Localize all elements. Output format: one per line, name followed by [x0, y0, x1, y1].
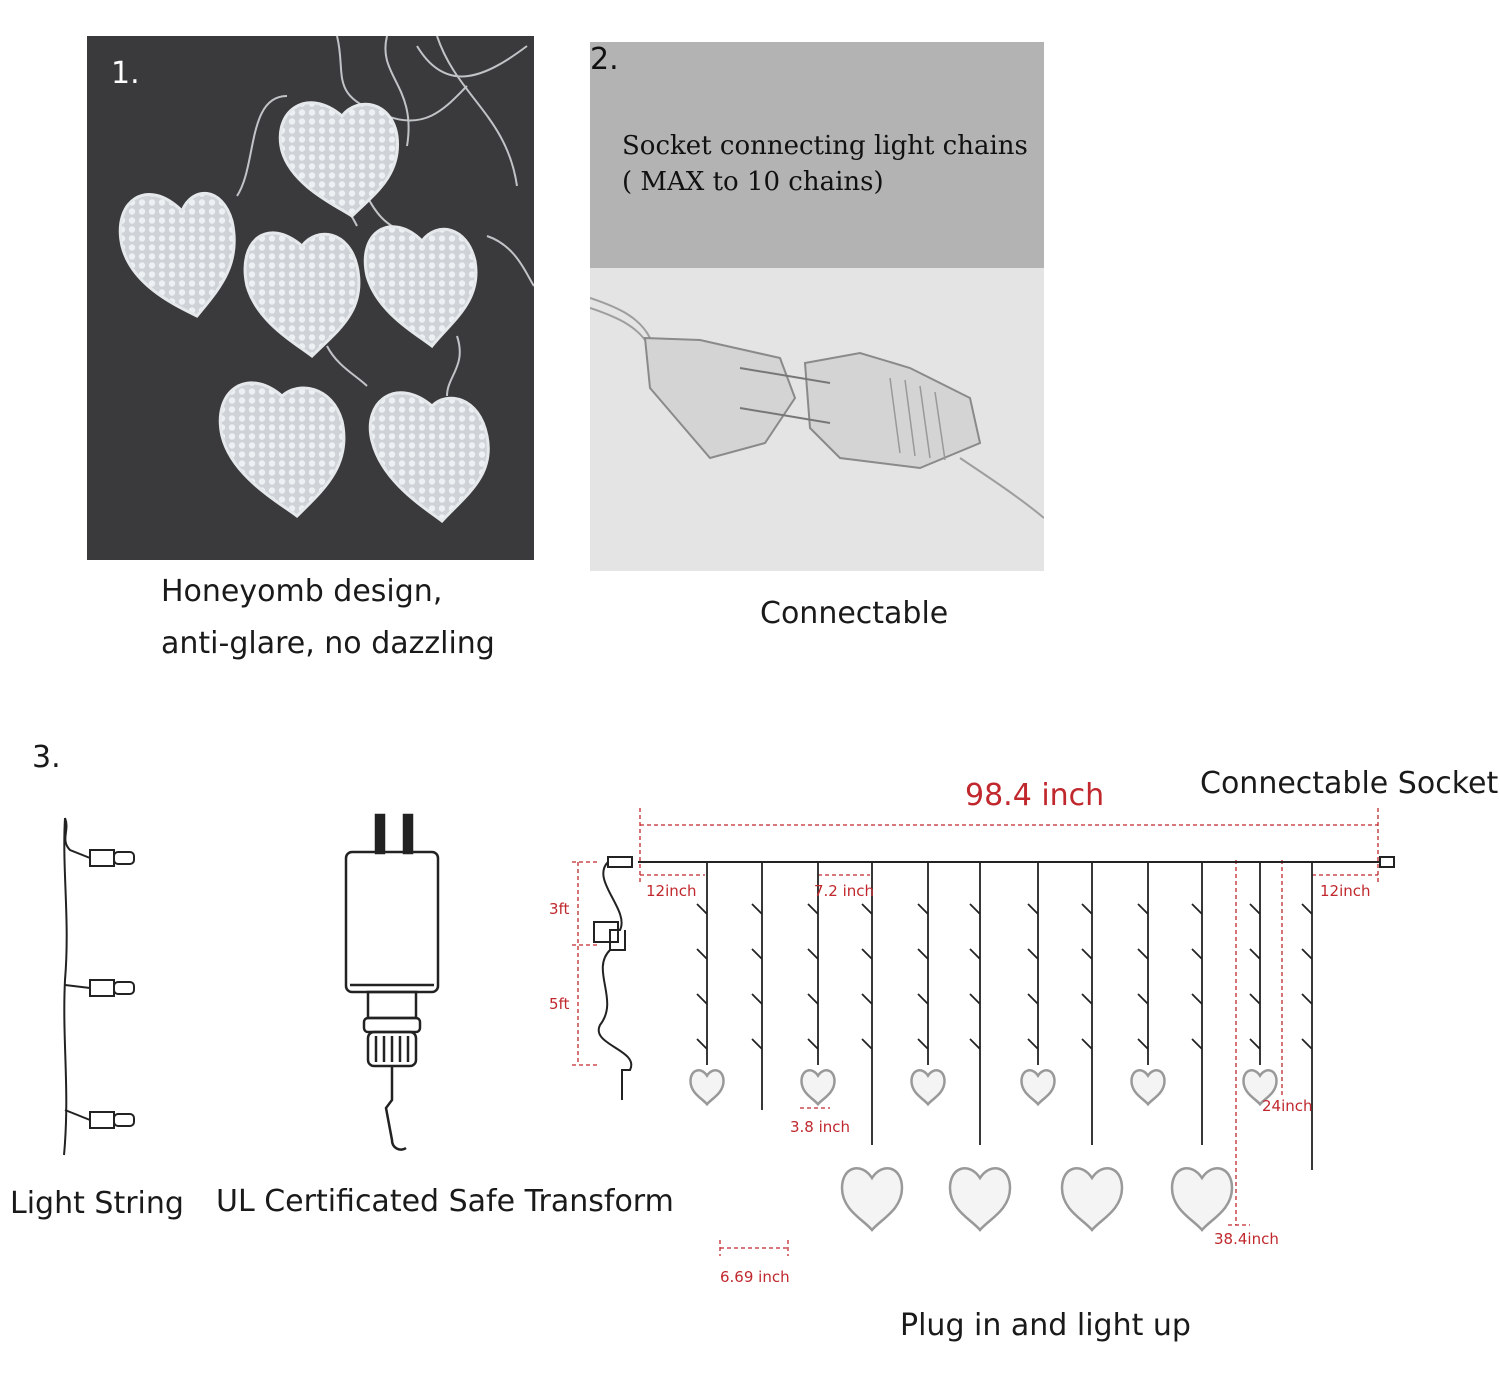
led-tick	[807, 903, 819, 915]
heart-3	[243, 231, 361, 358]
led-tick	[1081, 1038, 1093, 1050]
led-tick	[807, 948, 819, 960]
heart-5	[218, 381, 346, 518]
led-tick	[1137, 903, 1149, 915]
large-heart-icon	[1060, 1167, 1124, 1232]
led-tick	[1137, 1038, 1149, 1050]
plug-in-caption: Plug in and light up	[900, 1308, 1191, 1343]
small-heart-icon	[1242, 1069, 1278, 1107]
large-heart-icon	[840, 1167, 904, 1232]
led-tick	[1301, 993, 1313, 1005]
socket-photo-text: Socket connecting light chains ( MAX to …	[622, 128, 1028, 200]
led-tick	[917, 993, 929, 1005]
led-tick	[861, 993, 873, 1005]
curtain-dimension-diagram	[572, 808, 1395, 1256]
led-tick	[807, 993, 819, 1005]
small-heart-icon	[689, 1069, 725, 1107]
left-margin-label: 12inch	[646, 882, 697, 900]
light-string-diagram	[63, 817, 135, 1156]
socket-photo-text-line-2: ( MAX to 10 chains)	[622, 167, 884, 197]
led-tick	[861, 1038, 873, 1050]
transformer-diagram	[344, 813, 440, 1151]
led-tick	[1027, 1038, 1039, 1050]
led-tick	[969, 1038, 981, 1050]
small-heart-icon	[910, 1069, 946, 1107]
heart-lights-illustration	[118, 36, 534, 524]
large-heart-icon	[1170, 1167, 1234, 1232]
led-tick	[696, 948, 708, 960]
small-heart-icon	[800, 1069, 836, 1107]
led-tick	[1027, 903, 1039, 915]
heart-lights-photo: 1.	[87, 36, 534, 560]
heart-6	[368, 391, 490, 524]
heart-1	[278, 101, 400, 218]
led-tick	[1137, 993, 1149, 1005]
led-tick	[751, 948, 763, 960]
led-tick	[969, 903, 981, 915]
lead-upper-label: 3ft	[549, 900, 570, 918]
led-tick	[1027, 948, 1039, 960]
heart-2	[118, 192, 236, 318]
small-heart-width-label: 3.8 inch	[790, 1118, 851, 1136]
led-tick	[1081, 993, 1093, 1005]
led-tick	[917, 1038, 929, 1050]
panel-1-caption-line-2: anti-glare, no dazzling	[161, 626, 495, 661]
transformer-label: UL Certificated Safe Transform	[216, 1184, 674, 1219]
light-string-label: Light String	[10, 1186, 184, 1221]
lead-lower-label: 5ft	[549, 995, 570, 1013]
led-tick	[1191, 1038, 1203, 1050]
led-tick	[807, 1038, 819, 1050]
led-tick	[1191, 948, 1203, 960]
led-tick	[1081, 903, 1093, 915]
led-tick	[1191, 903, 1203, 915]
panel-1-caption: Honeyomb design, anti-glare, no dazzling	[161, 566, 495, 670]
led-tick	[696, 1038, 708, 1050]
led-tick	[917, 948, 929, 960]
led-tick	[1081, 948, 1093, 960]
led-tick	[696, 903, 708, 915]
led-tick	[969, 948, 981, 960]
socket-body	[803, 351, 982, 470]
total-width-label: 98.4 inch	[965, 778, 1105, 813]
led-tick	[861, 948, 873, 960]
led-tick	[1249, 903, 1261, 915]
plug-socket-illustration	[590, 297, 1044, 519]
spacing-label: 7.2 inch	[814, 882, 875, 900]
short-drop-label: 24inch	[1262, 1097, 1313, 1115]
led-tick	[1137, 948, 1149, 960]
socket-photo-text-line-1: Socket connecting light chains	[622, 131, 1028, 161]
small-heart-icon	[1130, 1069, 1166, 1107]
socket-photo-lower	[590, 268, 1044, 571]
led-tick	[1249, 948, 1261, 960]
led-tick	[751, 993, 763, 1005]
panel-2-caption: Connectable	[760, 596, 949, 631]
led-tick	[696, 993, 708, 1005]
connectable-socket-label: Connectable Socket	[1200, 766, 1499, 801]
panel-1-caption-line-1: Honeyomb design,	[161, 574, 443, 609]
led-tick	[1301, 903, 1313, 915]
led-tick	[1027, 993, 1039, 1005]
led-tick	[1249, 1038, 1261, 1050]
led-tick	[751, 903, 763, 915]
large-heart-width-label: 6.69 inch	[720, 1268, 790, 1286]
led-tick	[1301, 948, 1313, 960]
led-tick	[861, 903, 873, 915]
panel-1-number: 1.	[111, 56, 140, 91]
led-tick	[1191, 993, 1203, 1005]
small-heart-icon	[1020, 1069, 1056, 1107]
heart-4	[363, 225, 478, 349]
panel-3-number: 3.	[32, 740, 61, 775]
led-tick	[1249, 993, 1261, 1005]
led-tick	[917, 903, 929, 915]
long-drop-label: 38.4inch	[1214, 1230, 1279, 1248]
led-tick	[1301, 1038, 1313, 1050]
led-tick	[969, 993, 981, 1005]
panel-2-number: 2.	[590, 42, 619, 77]
socket-photo: Socket connecting light chains ( MAX to …	[590, 42, 1044, 571]
right-margin-label: 12inch	[1320, 882, 1371, 900]
plug-body	[643, 336, 797, 460]
large-heart-icon	[948, 1167, 1012, 1232]
led-tick	[751, 1038, 763, 1050]
